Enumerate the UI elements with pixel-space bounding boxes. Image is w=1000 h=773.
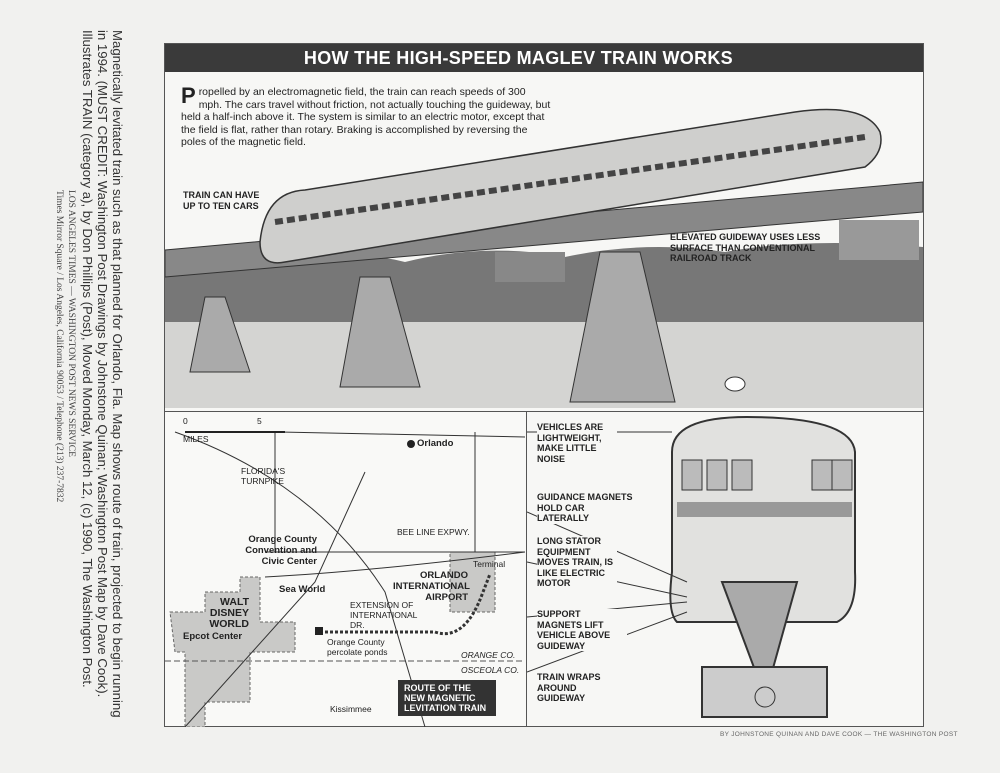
guideway: [165, 181, 923, 278]
caption-line: Magnetically levitated train such as tha…: [110, 30, 125, 718]
caption-line: in 1994. (MUST CREDIT: Washington Post D…: [95, 30, 110, 698]
graphic-title: HOW THE HIGH-SPEED MAGLEV TRAIN WORKS: [165, 44, 923, 72]
place-epcot: Epcot Center: [183, 631, 243, 642]
label-guideway: Elevated guideway uses less surface than…: [670, 232, 821, 263]
label-support: Support magnets lift vehicle above guide…: [537, 609, 627, 651]
seats: [681, 459, 853, 491]
label-guidance: Guidance magnets hold car laterally: [537, 492, 637, 524]
cross-section-drawing: [527, 415, 857, 718]
map-roads: [165, 431, 526, 727]
i4: [184, 471, 366, 727]
place-airport: ORLANDO INTERNATIONAL AIRPORT: [393, 570, 470, 603]
place-turnpike: FLORIDA'S TURNPIKE: [241, 466, 286, 486]
stamp-line: LOS ANGELES TIMES — WASHINGTON POST NEWS…: [66, 190, 76, 457]
graphic-credit: BY JOHNSTONE QUINAN AND DAVE COOK — THE …: [720, 731, 958, 738]
place-disney: WALT DISNEY WORLD: [209, 596, 249, 630]
place-convention: Orange County Convention and Civic Cente…: [245, 534, 317, 567]
scale-end: 5: [257, 416, 262, 426]
news-service-stamp: LOS ANGELES TIMES — WASHINGTON POST NEWS…: [53, 190, 77, 502]
route-label: ROUTE OF THE NEW MAGNETIC LEVITATION TRA…: [398, 680, 496, 716]
guideway-beam: [720, 581, 799, 701]
place-ponds: Orange County percolate ponds: [327, 637, 388, 657]
scale-start: 0: [183, 416, 188, 426]
maglev-train-drawing: [165, 108, 923, 408]
label-cars: Train can have up to ten cars: [183, 190, 260, 211]
bird: [724, 376, 746, 392]
label-stator: Long stator equipment moves train, is li…: [537, 536, 617, 589]
place-seaworld: Sea World: [279, 584, 326, 595]
orlando-map: 0 5 MILES Orlando FLORIDA'S TURNPIKE BEE…: [165, 411, 527, 727]
intro-text: ropelled by an electromagnetic field, th…: [181, 86, 551, 148]
label-vehicles: Vehicles are lightweight, make little no…: [537, 422, 617, 464]
place-orlando: Orlando: [417, 438, 454, 449]
place-extension: EXTENSION OF INTERNATIONAL DR.: [350, 600, 418, 630]
place-orange-co: ORANGE CO.: [461, 650, 516, 660]
cross-section: Vehicles are lightweight, make little no…: [527, 411, 923, 726]
train-route: [320, 573, 492, 635]
turnpike: [174, 431, 426, 727]
tree-line: [165, 243, 923, 322]
place-terminal: Terminal: [473, 559, 506, 569]
pylons: [189, 251, 676, 403]
drop-cap: P: [181, 83, 196, 108]
photo-caption: Magnetically levitated train such as tha…: [80, 30, 125, 718]
stamp-line: Times Mirror Square / Los Angeles, Calif…: [54, 190, 64, 503]
train-body: [259, 108, 882, 264]
place-kissimmee: Kissimmee: [330, 704, 372, 714]
scale-unit: MILES: [183, 434, 209, 444]
place-osceola-co: OSCEOLA CO.: [461, 665, 520, 675]
place-beeline: BEE LINE EXPWY.: [397, 527, 470, 537]
caption-line: Illustrates TRAIN (category a), by Don P…: [80, 30, 95, 688]
disney-area: [169, 576, 296, 727]
label-wraps: Train wraps around guideway: [537, 672, 627, 704]
